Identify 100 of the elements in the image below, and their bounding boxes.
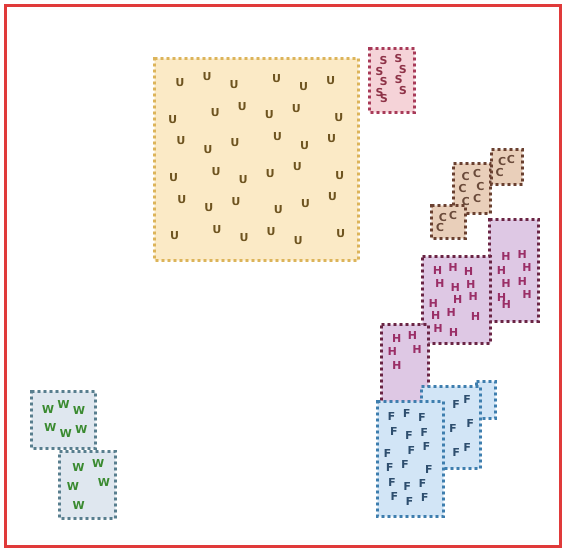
cluster-letter: H [502,298,511,310]
cluster-letter: U [300,198,310,209]
cluster-letter: H [522,262,532,274]
cluster-letter: S [380,76,388,88]
cluster-letter: H [388,346,397,358]
cluster-letter: H [522,289,532,300]
cluster-letter: F [388,411,396,422]
cluster-letter: F [422,440,430,452]
cluster-letter: C [462,196,470,207]
cluster-letter: U [292,102,301,114]
cluster-letter: U [327,133,336,144]
cluster-letter: H [496,264,506,276]
cluster-letter: W [72,405,85,416]
cluster-letter: S [394,52,402,64]
cluster-letter: F [384,448,392,460]
cluster-letter: F [463,394,471,406]
cluster-letter: F [390,426,398,437]
cluster-letter: F [401,458,409,470]
cluster-letter: F [402,408,410,419]
cluster-letter: U [202,70,212,82]
cluster-letter: W [60,428,72,440]
cluster-letter: U [212,224,222,235]
cluster-letter: H [433,322,443,334]
cluster-letter: W [66,480,79,492]
cluster-letter: F [407,444,415,456]
cluster-letter: U [169,172,178,184]
cluster-letter: F [418,412,426,424]
cluster-letter: S [375,66,384,77]
cluster-letter: U [204,202,214,214]
cluster-letter: U [168,114,178,125]
cluster-letter: H [517,248,527,260]
cluster-letter: U [335,170,344,181]
cluster-letter: C [436,222,444,233]
cluster-letter: H [450,282,460,293]
cluster-letter: W [72,500,85,511]
cluster-letter: U [238,100,247,112]
cluster-letter: F [405,430,413,442]
cluster-letter: U [230,79,238,90]
cluster-letter: U [230,137,240,148]
cluster-letter: F [420,492,428,504]
cluster-letter: H [392,332,402,344]
cluster-letter: H [428,298,438,309]
cluster-letter: U [170,230,179,242]
cluster-letter: F [418,478,426,489]
cluster-letter: H [466,278,476,290]
cluster-letter: C [462,170,470,182]
cluster-letter: F [420,426,428,438]
cluster-letter: H [392,360,402,372]
cluster-letter: S [398,64,407,75]
cluster-letter: F [452,399,460,410]
cluster-letter: U [231,196,240,207]
cluster-letter: H [453,294,462,306]
cluster-letter: H [470,311,480,322]
cluster-letter: C [473,193,482,204]
cluster-letter: W [42,404,54,415]
cluster-letter: W [72,462,84,473]
cluster-letter: W [44,422,56,434]
cluster-letter: H [501,278,511,290]
cluster-letter: C [496,167,504,178]
cluster-letter: W [92,458,104,470]
cluster-letter: F [466,418,474,430]
cluster-letter: H [518,276,527,287]
cluster-letter: U [175,77,184,88]
cluster-letter: U [300,140,309,151]
cluster-letter: C [472,168,481,180]
cluster-letter: U [272,130,282,142]
cluster-letter: C [448,210,457,221]
cluster-letter: H [432,265,442,276]
cluster-letter: S [394,74,403,86]
cluster-letter: U [336,228,345,239]
cluster-letter: C [506,154,515,165]
cluster-letter: F [449,423,457,434]
cluster-letter: W [57,399,70,410]
cluster-letter: U [238,174,248,186]
cluster-letter: C [438,212,447,223]
cluster-letter: H [448,262,458,274]
cluster-letter: H [501,251,510,262]
cluster-letter: C [498,156,506,168]
cluster-letter: H [448,326,458,338]
cluster-letter: F [388,476,396,488]
cluster-letter: F [403,481,411,492]
cluster-letter: H [464,266,474,278]
cluster-letter: H [446,306,456,318]
cluster-letter: U [264,109,274,120]
cluster-letter: U [334,112,344,123]
cluster-letter: H [408,330,417,341]
cluster-letter: F [452,446,460,458]
cluster-letter: U [266,168,275,179]
cluster-letter: H [412,344,422,355]
cluster-letter: C [476,180,484,192]
cluster-letter: F [406,496,414,507]
cluster-letter: H [435,278,444,289]
cluster-letter: S [398,84,407,96]
cluster-letter: F [463,442,471,454]
cluster-letter: W [75,424,88,435]
cluster-letter: U [239,232,248,244]
cluster-letter: C [458,183,466,194]
cluster-letter: U [328,191,337,202]
cluster-letter: U [210,107,220,118]
cluster-letter: U [176,135,186,146]
